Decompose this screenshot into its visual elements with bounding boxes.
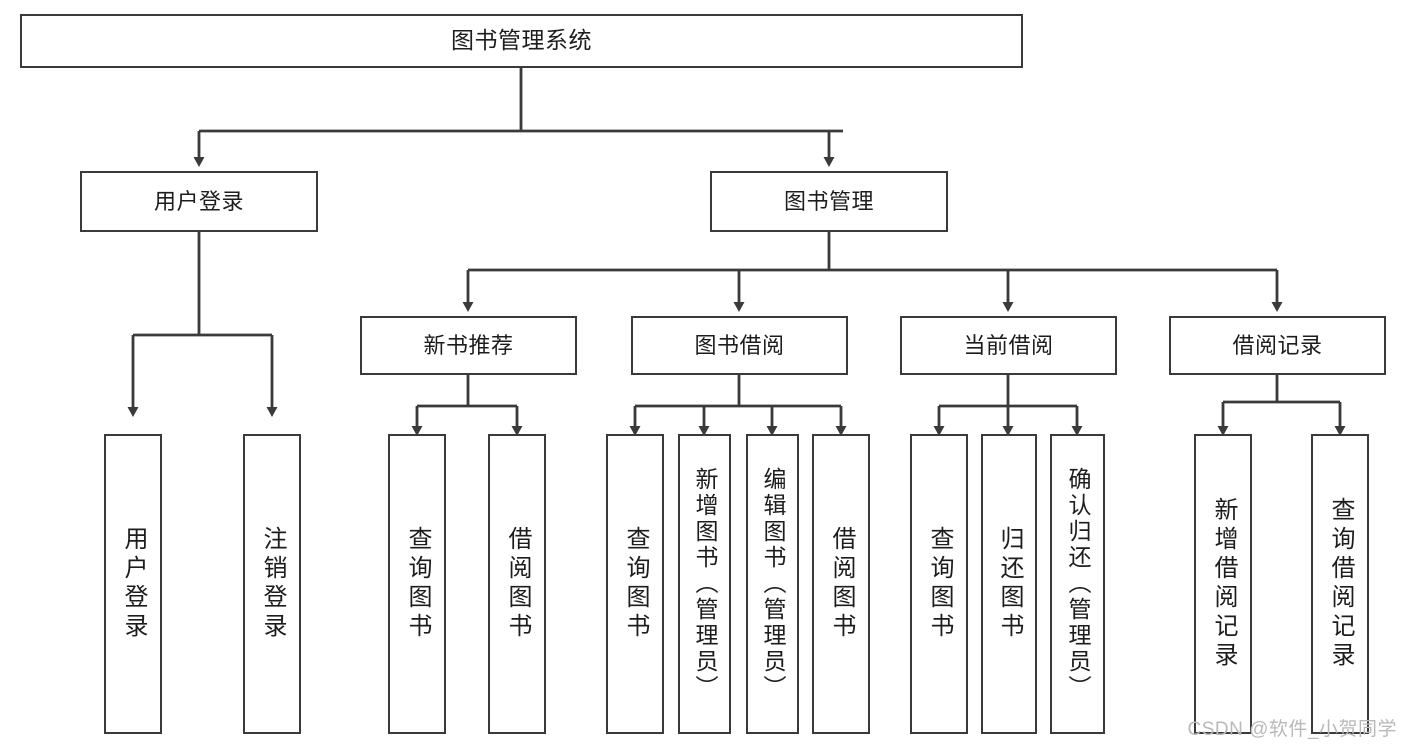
node-label: 查询图书 — [926, 526, 953, 642]
node-label: 新书推荐 — [423, 332, 514, 358]
node-leaf-borrow-books-new[interactable]: 借阅图书 — [488, 434, 546, 734]
node-root-book-management-system[interactable]: 图书管理系统 — [20, 14, 1023, 68]
node-label: 新增借阅记录 — [1210, 497, 1237, 671]
node-leaf-return-books[interactable]: 归还图书 — [981, 434, 1037, 734]
node-label: 图书管理系统 — [451, 27, 592, 54]
node-label: 确认归还（管理员） — [1065, 467, 1091, 701]
node-label: 归还图书 — [996, 526, 1023, 642]
node-label: 借阅图书 — [504, 526, 531, 642]
node-label: 注销登录 — [259, 526, 286, 642]
node-leaf-add-book-admin[interactable]: 新增图书（管理员） — [678, 434, 731, 734]
node-book-borrowing[interactable]: 图书借阅 — [631, 316, 848, 375]
node-label: 图书管理 — [783, 188, 874, 214]
node-leaf-confirm-return-admin[interactable]: 确认归还（管理员） — [1050, 434, 1105, 734]
node-borrowing-records[interactable]: 借阅记录 — [1169, 316, 1386, 375]
node-label: 用户登录 — [120, 526, 147, 642]
node-label: 用户登录 — [153, 188, 244, 214]
node-current-borrowing[interactable]: 当前借阅 — [900, 316, 1117, 375]
node-leaf-query-books-current[interactable]: 查询图书 — [910, 434, 968, 734]
node-leaf-borrow-books[interactable]: 借阅图书 — [812, 434, 870, 734]
node-leaf-add-borrow-record[interactable]: 新增借阅记录 — [1194, 434, 1252, 734]
node-label: 查询图书 — [404, 526, 431, 642]
node-new-book-recommendation[interactable]: 新书推荐 — [360, 316, 577, 375]
node-label: 查询图书 — [622, 526, 649, 642]
node-user-login[interactable]: 用户登录 — [80, 171, 318, 232]
node-label: 编辑图书（管理员） — [760, 467, 786, 701]
node-label: 新增图书（管理员） — [692, 467, 718, 701]
node-leaf-query-books-borrow[interactable]: 查询图书 — [606, 434, 664, 734]
node-leaf-logout[interactable]: 注销登录 — [243, 434, 301, 734]
node-label: 当前借阅 — [963, 332, 1054, 358]
node-leaf-edit-book-admin[interactable]: 编辑图书（管理员） — [746, 434, 799, 734]
node-label: 图书借阅 — [694, 332, 785, 358]
node-label: 借阅图书 — [828, 526, 855, 642]
node-label: 借阅记录 — [1232, 332, 1323, 358]
node-leaf-user-login[interactable]: 用户登录 — [104, 434, 162, 734]
node-leaf-query-books-new[interactable]: 查询图书 — [388, 434, 446, 734]
node-leaf-query-borrow-record[interactable]: 查询借阅记录 — [1311, 434, 1369, 734]
node-label: 查询借阅记录 — [1327, 497, 1354, 671]
node-book-management[interactable]: 图书管理 — [710, 171, 948, 232]
